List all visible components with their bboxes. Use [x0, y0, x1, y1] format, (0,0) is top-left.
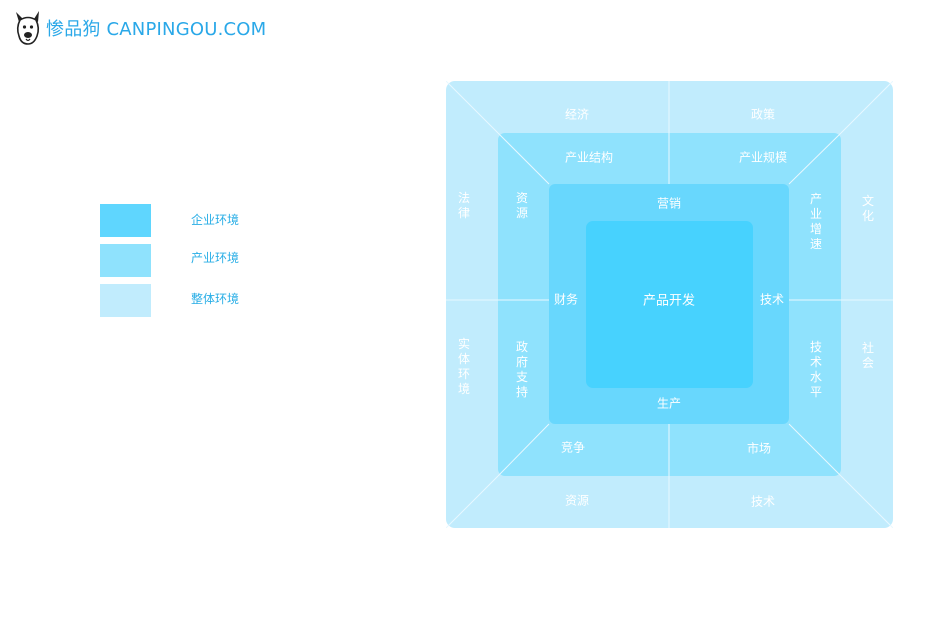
legend-label-industry: 产业环境 [191, 251, 240, 265]
outer-label-top-left: 经济 [564, 107, 590, 122]
brand-title[interactable]: 惨品狗 CANPINGOU.COM [46, 19, 267, 40]
outer-label-left-bottom: 实体环境 [457, 337, 470, 396]
legend-swatch-industry [100, 244, 151, 277]
middle-label-bottom-left: 竞争 [560, 440, 586, 455]
middle-diagonal-tr [788, 132, 842, 185]
middle-label-bottom-right: 市场 [746, 441, 772, 456]
middle-label-left-bottom: 政府支持 [515, 340, 528, 399]
outer-label-left-top: 法律 [457, 191, 470, 220]
middle-label-right-top: 产业增速 [809, 192, 822, 251]
legend-label-overall: 整体环境 [191, 292, 240, 306]
outer-diagonal-bl [446, 475, 499, 528]
core-label: 产品开发 [642, 293, 696, 309]
legend-swatch-enterprise [100, 204, 151, 237]
diagram-graphic [446, 81, 893, 528]
inner-label-right: 技术 [759, 292, 785, 307]
middle-label-left-top: 资源 [515, 191, 528, 220]
outer-label-top-right: 政策 [750, 107, 776, 122]
outer-label-bottom-right: 技术 [750, 494, 776, 509]
core-square [586, 221, 753, 388]
middle-diagonal-br [788, 423, 842, 477]
outer-label-right-bottom: 社会 [861, 341, 874, 370]
inner-label-top: 营销 [656, 196, 682, 211]
middle-label-right-bottom: 技术水平 [809, 340, 822, 399]
middle-label-top-left: 产业结构 [564, 150, 614, 165]
outer-label-right-top: 文化 [861, 194, 874, 223]
outer-diagonal-tl [446, 81, 499, 134]
legend-swatch-overall [100, 284, 151, 317]
legend-label-enterprise: 企业环境 [191, 213, 240, 227]
outer-label-bottom-left: 资源 [564, 493, 590, 508]
header: 惨品狗 CANPINGOU.COM [14, 10, 266, 46]
environment-diagram: 经济 政策 资源 技术 法律 实体环境 文化 社会 产业结构 产业规模 竞争 市… [446, 81, 893, 528]
middle-label-top-right: 产业规模 [738, 150, 788, 165]
middle-diagonal-bl [497, 423, 550, 477]
outer-diagonal-tr [840, 81, 893, 134]
outer-diagonal-br [840, 475, 893, 528]
inner-label-left: 财务 [553, 292, 579, 307]
middle-diagonal-tl [497, 132, 550, 185]
inner-label-bottom: 生产 [656, 396, 682, 411]
dog-logo-icon [16, 11, 40, 45]
